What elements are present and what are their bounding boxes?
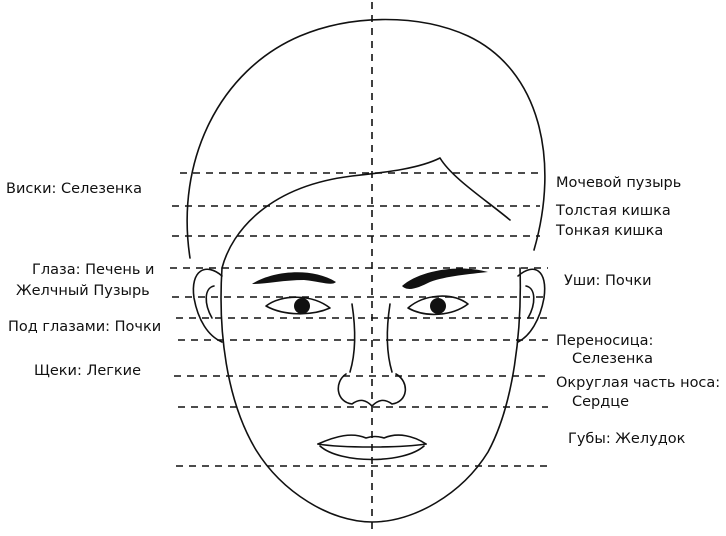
label-nose-bridge-line1: Переносица: bbox=[556, 332, 653, 350]
label-small-intestine: Тонкая кишка bbox=[556, 222, 663, 240]
label-nose-tip-line1: Округлая часть носа: bbox=[556, 374, 720, 392]
left-ear-inner bbox=[206, 286, 214, 318]
right-ear-inner bbox=[526, 286, 534, 318]
zone-lines bbox=[170, 173, 548, 466]
right-eyebrow bbox=[402, 268, 488, 288]
label-cheeks: Щеки: Легкие bbox=[34, 362, 141, 380]
nose-right-side bbox=[387, 304, 392, 372]
label-large-intestine: Толстая кишка bbox=[556, 202, 671, 220]
left-eyebrow bbox=[252, 272, 336, 284]
right-ear bbox=[518, 269, 545, 342]
right-pupil bbox=[430, 298, 446, 314]
label-nose-bridge-line2: Селезенка bbox=[572, 350, 653, 368]
label-bladder: Мочевой пузырь bbox=[556, 174, 681, 192]
label-ears: Уши: Почки bbox=[564, 272, 652, 290]
hairline bbox=[222, 158, 510, 268]
upper-lip bbox=[318, 435, 426, 444]
left-pupil bbox=[294, 298, 310, 314]
label-eyes-line1: Глаза: Печень и bbox=[32, 261, 154, 279]
label-temples: Виски: Селезенка bbox=[6, 180, 142, 198]
label-under-eyes: Под глазами: Почки bbox=[8, 318, 161, 336]
label-lips: Губы: Желудок bbox=[568, 430, 685, 448]
label-nose-tip-line2: Сердце bbox=[572, 393, 629, 411]
nose-left-side bbox=[350, 304, 355, 372]
nose-tip bbox=[338, 374, 405, 406]
hair-outline bbox=[187, 20, 545, 259]
label-eyes-line2: Желчный Пузырь bbox=[16, 282, 150, 300]
